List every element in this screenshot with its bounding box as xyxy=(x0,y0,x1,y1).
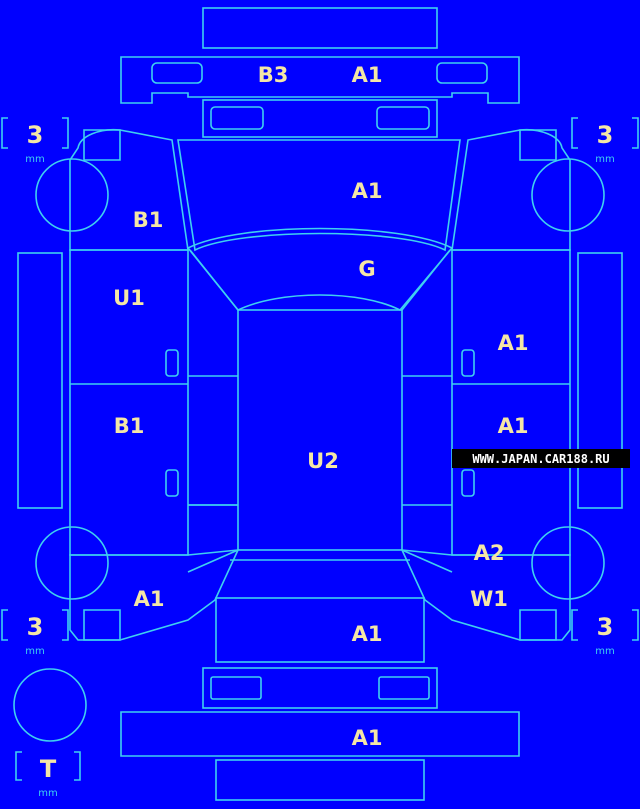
front-left-fender xyxy=(69,128,189,251)
front-right-wheel xyxy=(531,158,605,232)
code-rear-right-quarter: A2 xyxy=(474,541,505,565)
front-left-wheel xyxy=(35,158,109,232)
grille xyxy=(202,99,438,138)
code-hood: A1 xyxy=(352,179,383,203)
watermark: WWW.JAPAN.CAR188.RU xyxy=(472,452,609,466)
fog-lamp-left xyxy=(151,62,203,84)
code-rear-left-door: B1 xyxy=(114,414,145,438)
tread-bracket-rear-right xyxy=(571,609,639,641)
code-front-left-door: U1 xyxy=(113,286,145,310)
rear-bumper-strip xyxy=(215,759,425,801)
front-bumper-strip xyxy=(202,7,438,49)
tread-unit-front-right: mm xyxy=(595,154,614,165)
rear-lamp-right xyxy=(378,676,430,700)
front-right-mirror xyxy=(519,129,557,161)
code-front-left-fender: B1 xyxy=(133,208,164,232)
tread-bracket-rear-left xyxy=(1,609,69,641)
front-right-fender xyxy=(451,128,571,251)
tread-spare: T xyxy=(40,755,57,783)
code-front-bumper-left: B3 xyxy=(258,63,289,87)
code-front-bumper: A1 xyxy=(352,63,383,87)
hood-outline xyxy=(177,139,461,252)
code-front-right-door: A1 xyxy=(498,331,529,355)
rear-panel xyxy=(202,667,438,709)
spare-wheel xyxy=(13,668,87,742)
tread-unit-rear-right: mm xyxy=(595,646,614,657)
door-handle-front-right xyxy=(461,349,475,377)
rear-left-wheel xyxy=(35,526,109,600)
front-left-mirror xyxy=(83,129,121,161)
right-body-side xyxy=(451,249,571,556)
tread-bracket-front-left xyxy=(1,117,69,149)
tread-unit-front-left: mm xyxy=(25,154,44,165)
door-handle-rear-right xyxy=(461,469,475,497)
code-rear-right-wheel-arch: W1 xyxy=(470,587,508,611)
trunk-lid-outline xyxy=(215,597,425,663)
code-roof: U2 xyxy=(307,449,339,473)
rear-right-lamp xyxy=(519,609,557,641)
code-rear-left-quarter: A1 xyxy=(134,587,165,611)
front-bumper xyxy=(120,56,520,104)
tread-front-left: 3 xyxy=(27,121,44,149)
tread-unit-rear-left: mm xyxy=(25,646,44,657)
tread-rear-right: 3 xyxy=(597,613,614,641)
code-rear-right-door: A1 xyxy=(498,414,529,438)
a-pillar-right xyxy=(401,249,451,311)
tread-rear-left: 3 xyxy=(27,613,44,641)
headlamp-right xyxy=(376,106,430,130)
c-pillar-right xyxy=(401,549,453,573)
code-rear-bumper: A1 xyxy=(352,726,383,750)
door-handle-rear-left xyxy=(165,469,179,497)
tread-bracket-front-right xyxy=(571,117,639,149)
door-handle-front-left xyxy=(165,349,179,377)
tread-unit-spare: mm xyxy=(38,788,57,799)
fog-lamp-right xyxy=(436,62,488,84)
code-trunk-lid: A1 xyxy=(352,622,383,646)
watermark-background xyxy=(452,449,630,468)
tread-front-right: 3 xyxy=(597,121,614,149)
roof-outline xyxy=(237,309,403,551)
rear-left-lamp xyxy=(83,609,121,641)
tread-bracket-spare xyxy=(15,751,81,781)
right-side-skirt xyxy=(577,252,623,509)
headlamp-left xyxy=(210,106,264,130)
code-windshield: G xyxy=(358,257,375,281)
left-side-skirt xyxy=(17,252,63,509)
rear-lamp-left xyxy=(210,676,262,700)
c-pillar-left xyxy=(187,549,239,573)
rear-bumper xyxy=(120,711,520,757)
rear-right-wheel xyxy=(531,526,605,600)
a-pillar-left xyxy=(189,249,239,311)
